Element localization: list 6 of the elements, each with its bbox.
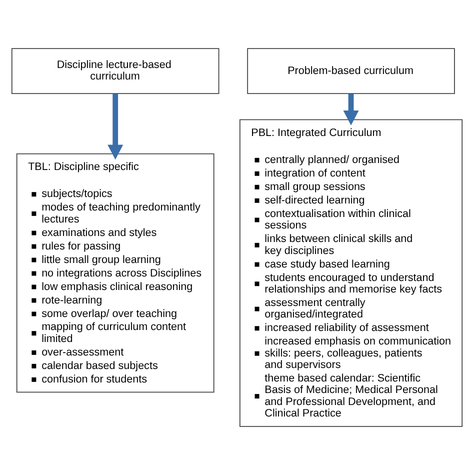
node-box: Discipline lecture-based curriculum — [11, 48, 220, 94]
node-box: Problem-based curriculum — [247, 48, 455, 94]
node-box: PBL: Integrated Curriculum centrally planned/ organised integration of content small group sessions self-directed learning contextualisation within clinical sessions links between clinical skills and key disciplines case study based learning students encouraged to understand relationships and memorise key facts assessment centrally organised/integrated increased reliability of assessment increased emphasis on communication skills: peers, colleagues, patients and supervisors theme based calendar: Scientific Basis of Medicine; Medical Personal and Professional Development, and Clinical Practice — [239, 118, 463, 426]
arrow — [343, 93, 359, 125]
node-box: TBL: Discipline specific subjects/topics modes of teaching predominantly lectures examinations and styles rules for passing little small group learning no integrations across Disciplines low emphasis clinical reasoning rote-learning some overlap/ over teaching mapping of curriculum content limited over-assessment calendar based subjects confusion for students — [16, 152, 214, 392]
arrow — [108, 93, 124, 160]
